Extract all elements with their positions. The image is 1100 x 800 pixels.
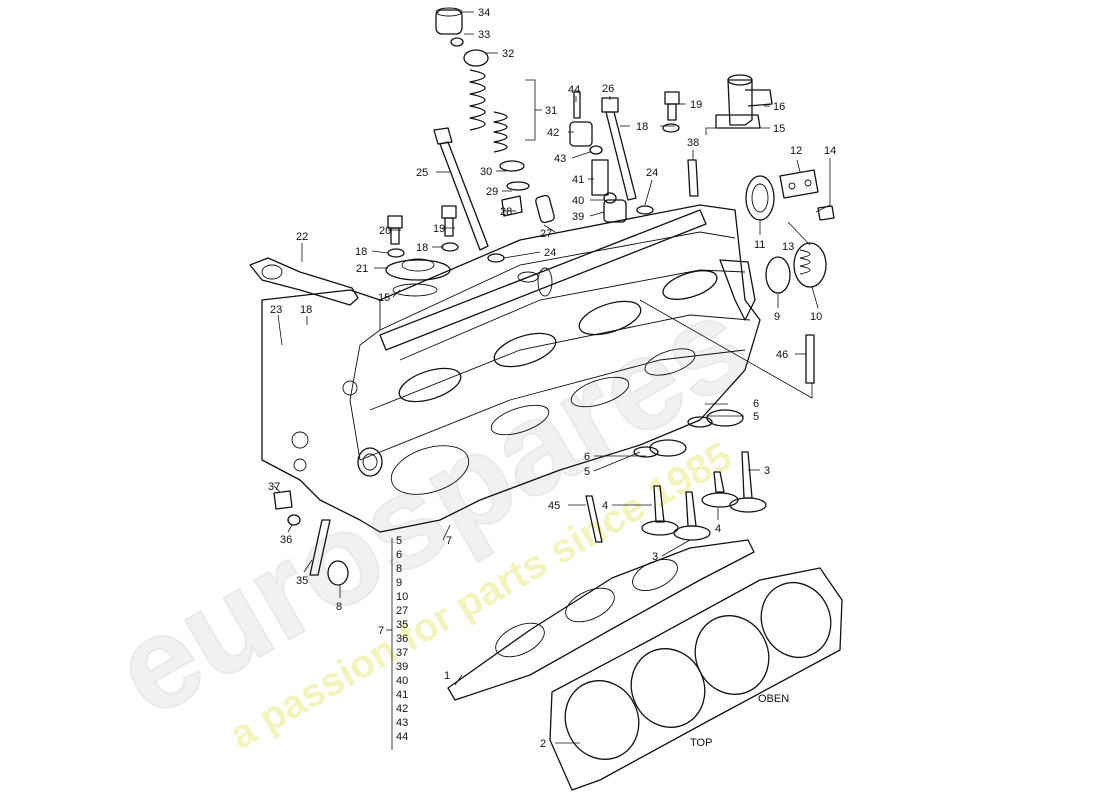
callout-numbers: 34 33 32 31 30 29 28 27 44 42 43 41 40 3…: [268, 7, 836, 750]
callout-18-top: 18: [636, 121, 648, 133]
callout-40: 40: [572, 195, 584, 207]
callout-19-top: 19: [690, 99, 702, 111]
callout-39: 39: [572, 211, 584, 223]
callout-26: 26: [602, 83, 614, 95]
callout-36: 36: [280, 534, 292, 546]
callout-41: 41: [572, 174, 584, 186]
kit-item: 37: [396, 647, 408, 659]
callout-1: 1: [444, 670, 450, 682]
callout-2: 2: [540, 738, 546, 750]
kit-item: 43: [396, 717, 408, 729]
bracket-22: [249, 257, 359, 306]
callout-21: 21: [356, 263, 368, 275]
kit-item: 9: [396, 577, 402, 589]
callout-23: 23: [270, 304, 282, 316]
tappet-parts: [569, 91, 627, 223]
right-parts: [745, 169, 835, 384]
kit-item: 40: [396, 675, 408, 687]
callout-19-left: 19: [433, 223, 445, 235]
callout-27: 27: [540, 228, 552, 240]
kit-item: 27: [396, 605, 408, 617]
valve-train-stack: [435, 7, 555, 224]
cylinder-head: [261, 204, 761, 533]
callout-45: 45: [548, 500, 560, 512]
callout-4-left: 4: [602, 500, 608, 512]
callout-46: 46: [776, 349, 788, 361]
gasket-mark-oben: OBEN: [758, 693, 789, 705]
callout-6-left: 6: [584, 451, 590, 463]
callout-43: 43: [554, 153, 566, 165]
callout-18-bracket: 18: [300, 304, 312, 316]
kit-item: 42: [396, 703, 408, 715]
callout-18-mid: 18: [416, 242, 428, 254]
callout-34: 34: [478, 7, 490, 19]
callout-28: 28: [500, 206, 512, 218]
callout-35: 35: [296, 575, 308, 587]
callout-5-right: 5: [753, 411, 759, 423]
kit-list: 7 5 6 8 9 10 27 35 36 37 39 40 41 42 43 …: [378, 535, 408, 743]
leader-lines: [273, 11, 831, 750]
gasket-mark-top: TOP: [690, 737, 712, 749]
callout-8: 8: [336, 601, 342, 613]
callout-44: 44: [568, 84, 580, 96]
kit-item: 39: [396, 661, 408, 673]
cover-21: [385, 258, 451, 297]
callout-15-left: 15: [378, 292, 390, 304]
kit-item: 6: [396, 549, 402, 561]
valves: [273, 409, 767, 586]
callout-38: 38: [687, 137, 699, 149]
callout-29: 29: [486, 186, 498, 198]
callout-25: 25: [416, 167, 428, 179]
callout-24-left: 24: [544, 247, 556, 259]
callout-5-left: 5: [584, 466, 590, 478]
callout-3-right: 3: [764, 465, 770, 477]
callout-6-right: 6: [753, 398, 759, 410]
kit-item: 5: [396, 535, 402, 547]
kit-item: 8: [396, 563, 402, 575]
watermark: eurospares a passion for parts since 198…: [90, 266, 772, 757]
callout-16: 16: [773, 101, 785, 113]
callout-37: 37: [268, 481, 280, 493]
callout-11: 11: [754, 239, 765, 251]
callout-12: 12: [790, 145, 802, 157]
callout-9: 9: [774, 311, 780, 323]
callout-22: 22: [296, 231, 308, 243]
callout-4-right: 4: [715, 523, 721, 535]
callout-3-left: 3: [652, 551, 658, 563]
kit-item: 41: [396, 689, 408, 701]
callout-33: 33: [478, 29, 490, 41]
callout-31: 31: [545, 105, 557, 117]
kit-label: 7: [378, 625, 384, 637]
callout-42: 42: [547, 127, 559, 139]
callout-32: 32: [502, 48, 514, 60]
kit-item: 44: [396, 731, 408, 743]
callout-24-right: 24: [646, 167, 658, 179]
callout-20: 20: [379, 225, 391, 237]
callout-30: 30: [480, 166, 492, 178]
head-gaskets: TOP OBEN: [447, 539, 843, 791]
kit-item: 36: [396, 633, 408, 645]
callout-15-right: 15: [773, 123, 785, 135]
kit-item: 10: [396, 591, 408, 603]
housing-16: [715, 74, 773, 129]
callout-7: 7: [446, 535, 452, 547]
callout-10: 10: [810, 311, 822, 323]
callout-18-left: 18: [355, 246, 367, 258]
callout-13: 13: [782, 241, 794, 253]
callout-14: 14: [824, 145, 836, 157]
kit-item: 35: [396, 619, 408, 631]
